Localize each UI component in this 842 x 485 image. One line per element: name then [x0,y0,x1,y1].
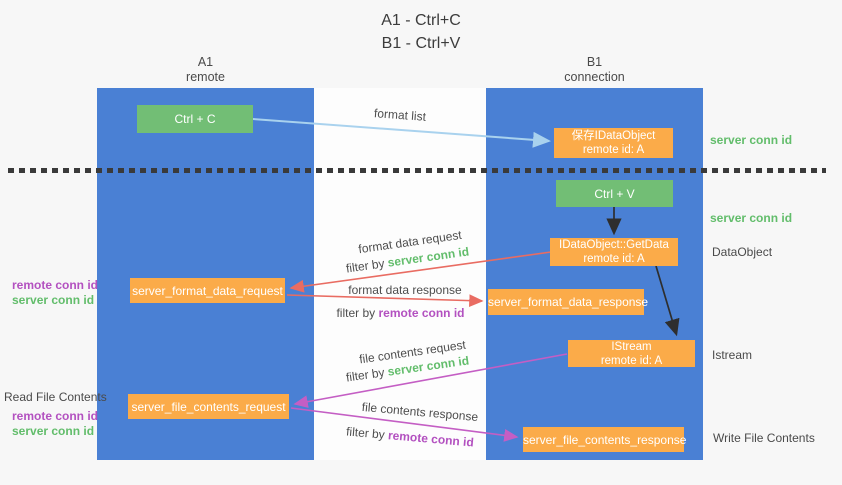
node-server-format-data-request: server_format_data_request [130,278,285,303]
lane-a1-header: A1 remote [97,55,314,85]
label-dataobject: DataObject [712,245,773,259]
center-band [314,88,486,460]
remote-conn-id-text: remote conn id [378,306,465,320]
lane-a1-subtitle: remote [186,70,225,84]
lane-b1-subtitle: connection [564,70,625,84]
node-ctrl-v: Ctrl + V [556,180,673,207]
node-format-response-label: server_format_data_response [488,295,649,309]
label-istream: Istream [712,348,753,362]
node-file-response-label: server_file_contents_response [523,432,687,447]
label-server-conn-id-left-1: server conn id [12,293,95,307]
label-server-conn-id-left-2: server conn id [12,424,95,438]
lane-a1-name: A1 [197,55,214,69]
arrow-file-contents-response [290,407,519,442]
node-server-file-contents-response: server_file_contents_response [523,427,687,452]
node-getdata-line2: remote id: A [583,253,645,265]
filter-by-text: filter by [336,306,376,320]
arrow-file-contents-request [293,353,568,408]
node-istream: IStream remote id: A [568,340,695,367]
node-save-dataobject-line2: remote id: A [582,144,645,156]
separator-dotted-line [8,168,826,173]
node-ctrl-v-label: Ctrl + V [594,186,635,201]
node-ctrl-c-label: Ctrl + C [174,112,216,126]
node-file-request-label: server_file_contents_request [131,399,286,414]
page-title: A1 - Ctrl+C B1 - Ctrl+V [321,9,521,55]
node-ctrl-c: Ctrl + C [137,105,253,133]
lane-b1-name: B1 [586,55,603,69]
label-write-file-contents: Write File Contents [713,431,815,445]
label-conn-ids-left-2: remote conn id server conn id [12,409,99,439]
node-format-request-label: server_format_data_request [132,283,283,298]
title-line-2: B1 - Ctrl+V [381,35,461,52]
label-remote-conn-id-left-2: remote conn id [12,409,99,423]
label-server-conn-id-right-1: server conn id [710,133,793,147]
node-server-format-data-response: server_format_data_response [488,289,649,315]
edge-label-format-data-response: format data response [348,283,462,297]
arrow-format-data-request [289,251,552,293]
node-idataobject-getdata: IDataObject::GetData remote id: A [550,238,678,266]
node-save-dataobject-line1: 保存IDataObject [571,130,656,142]
edge-label-filter-by-remote-conn-id-1: filter by remote conn id [333,306,468,320]
label-remote-conn-id-left-1: remote conn id [12,278,99,292]
node-istream-line1: IStream [611,340,652,353]
node-getdata-line1: IDataObject::GetData [559,239,669,251]
lane-b1-header: B1 connection [486,55,703,85]
label-conn-ids-left-1: remote conn id server conn id [12,278,99,308]
arrow-getdata-to-istream [655,265,680,337]
node-server-file-contents-request: server_file_contents_request [128,394,289,419]
node-istream-line2: remote id: A [600,354,663,367]
title-line-1: A1 - Ctrl+C [381,12,461,29]
arrow-format-list [252,118,551,148]
label-server-conn-id-right-2: server conn id [710,211,793,225]
arrow-format-data-response [286,294,484,308]
label-read-file-contents: Read File Contents [4,390,107,404]
node-save-dataobject: 保存IDataObject remote id: A [554,128,673,158]
